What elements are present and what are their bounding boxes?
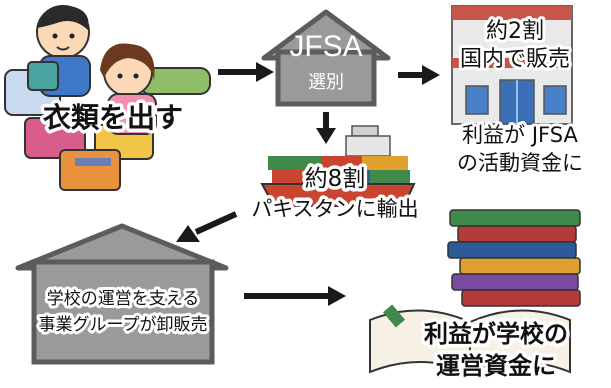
export-share-line2: パキスタンに輸出 [251,197,418,221]
domestic-note-line1: 利益が JFSA [462,123,578,147]
domestic-share-svg: 約2割 国内で販売 [457,16,573,75]
donate-label: 衣類を出す [38,94,188,142]
domestic-share-line2: 国内で販売 [460,47,570,72]
domestic-share-line1: 約2割 [486,19,544,44]
donate-label-svg: 衣類を出す [39,98,186,138]
arrow-school-to-books [244,286,346,306]
jfsa-house-title: JFSA [289,30,363,63]
books-caption: 利益が学校の 運営資金に [396,314,596,388]
jfsa-house-subtitle: 選別 [308,72,344,93]
cargo-ship-icon [260,125,416,207]
books-caption-line1: 利益が学校の [424,320,568,348]
arrow-kids-to-jfsa [218,62,274,82]
export-share-label: 約8割 パキスタンに輸出 [220,160,450,232]
school-house-line1: 学校の運営を支える [47,289,200,309]
arrow-export-to-school [176,211,238,242]
school-house-icon [15,223,229,365]
flow-arrows [176,62,440,306]
jfsa-house-icon [261,9,391,107]
donate-label-text: 衣類を出す [43,101,183,134]
books-stack-illustration [369,209,581,374]
domestic-note: 利益が JFSA の活動資金に [430,118,610,184]
books-caption-svg: 利益が学校の 運営資金に [421,317,572,384]
domestic-share-label: 約2割 国内で販売 [440,12,590,78]
domestic-note-line2: の活動資金に [457,151,583,175]
export-share-line1: 約8割 [305,166,366,192]
school-house-line2: 事業グループが卸販売 [39,315,208,335]
arrow-jfsa-to-ship [316,112,336,144]
school-house-label: 学校の運営を支える 事業グループが卸販売 [30,282,216,346]
export-share-svg: 約8割 パキスタンに輸出 [248,163,422,225]
domestic-note-svg: 利益が JFSA の活動資金に [454,120,586,178]
arrow-jfsa-to-shop [398,65,440,85]
shop-building-icon [451,5,573,125]
books-caption-line2: 運営資金に [436,352,556,380]
school-house-label-svg: 学校の運営を支える 事業グループが卸販売 [36,286,211,338]
kids-with-clothes-illustration [4,5,211,191]
